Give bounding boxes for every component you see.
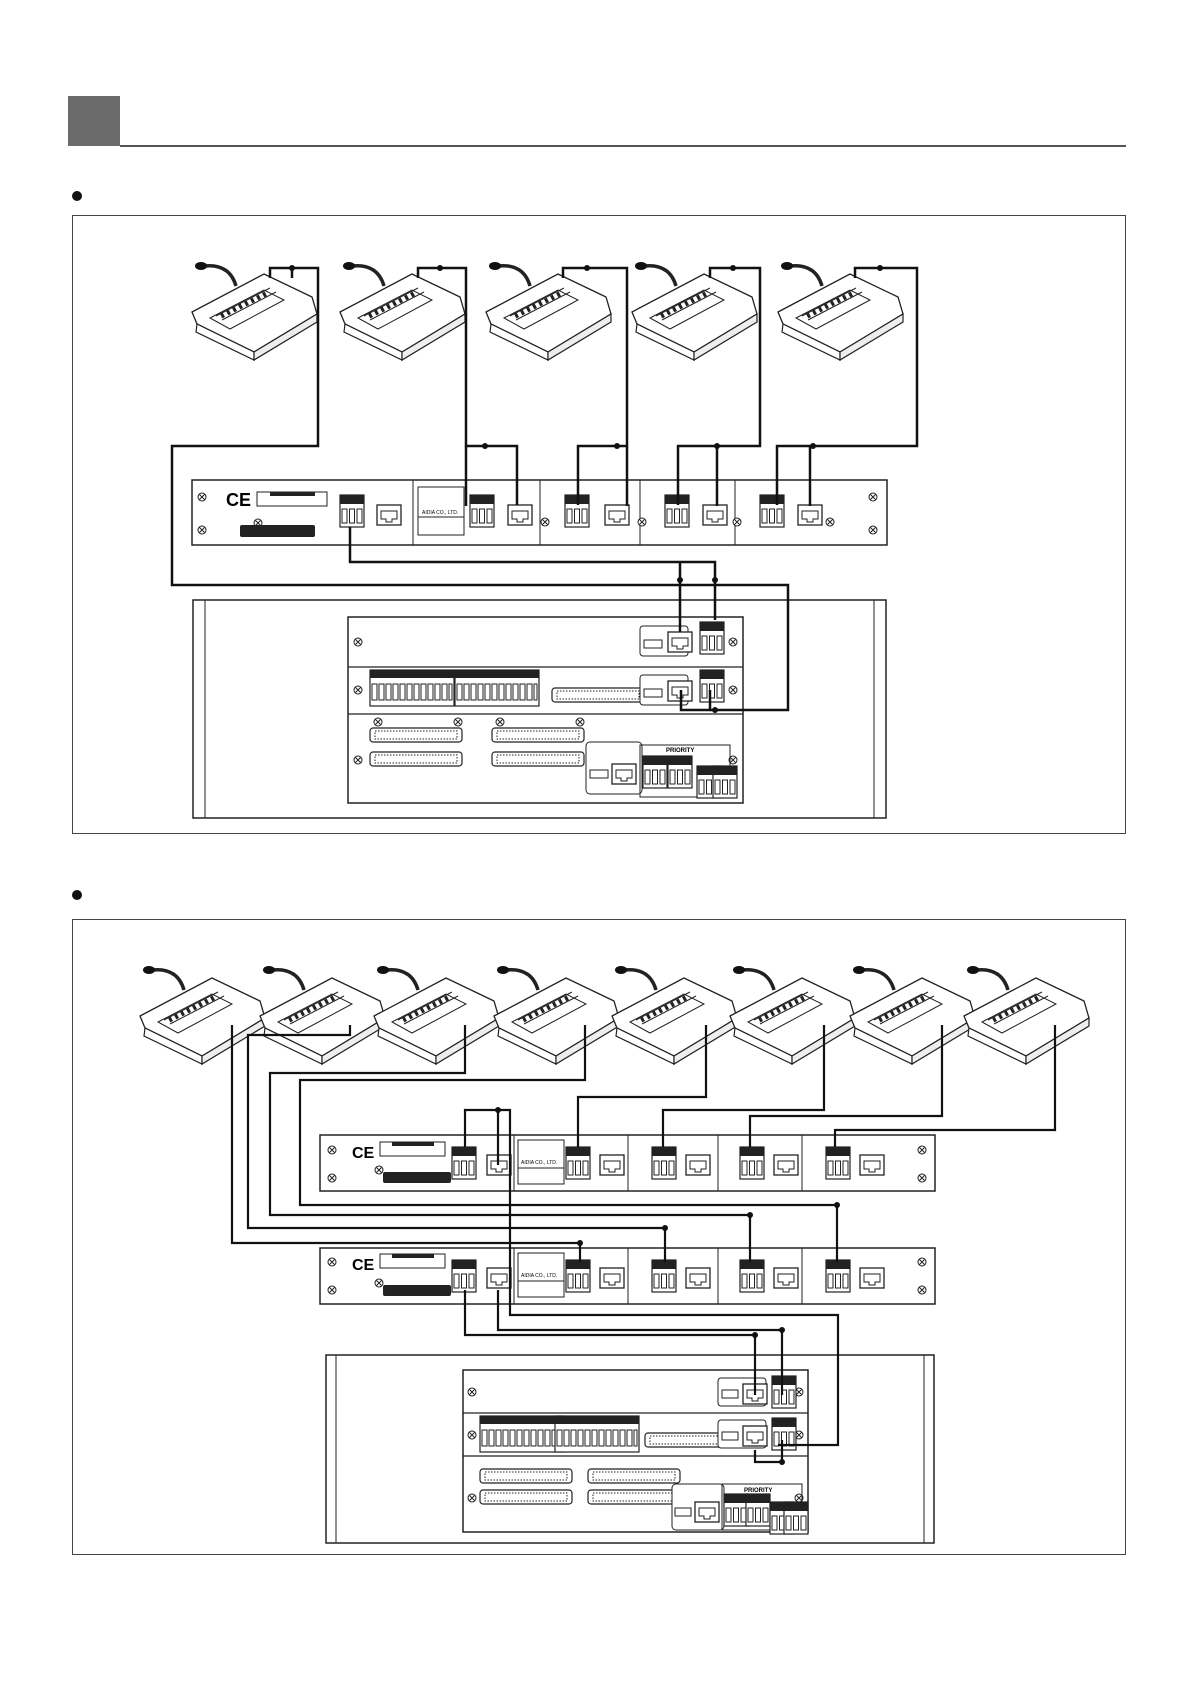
ce-mark: CE (352, 1257, 375, 1274)
console-2-3 (374, 966, 499, 1064)
console-2-2 (260, 966, 385, 1064)
expansion-unit-3: CE AIDIA CO., LTD. (320, 1248, 935, 1304)
ce-mark: CE (352, 1145, 375, 1162)
console-1-5 (778, 262, 903, 360)
priority-label: PRIORITY (666, 748, 694, 754)
console-1-3 (486, 262, 611, 360)
console-2-6 (730, 966, 855, 1064)
console-2-1 (140, 966, 265, 1064)
ce-mark: CE (226, 490, 251, 510)
console-1-4 (632, 262, 757, 360)
console-2-7 (850, 966, 975, 1064)
console-2-4 (494, 966, 619, 1064)
expansion-unit-2: CE AIDIA CO., LTD. (320, 1135, 935, 1191)
company-label: AIDIA CO., LTD. (521, 1273, 557, 1279)
console-2-8 (964, 966, 1089, 1064)
rack-2: PRIORITY (326, 1355, 934, 1543)
console-2-5 (612, 966, 737, 1064)
console-1-2 (340, 262, 465, 360)
priority-label: PRIORITY (744, 1488, 772, 1494)
company-label: AIDIA CO., LTD. (521, 1160, 557, 1166)
expansion-unit-1: CE AIDIA CO., LTD. (192, 480, 887, 545)
company-label: AIDIA CO., LTD. (422, 510, 458, 516)
console-1-1 (192, 262, 317, 360)
